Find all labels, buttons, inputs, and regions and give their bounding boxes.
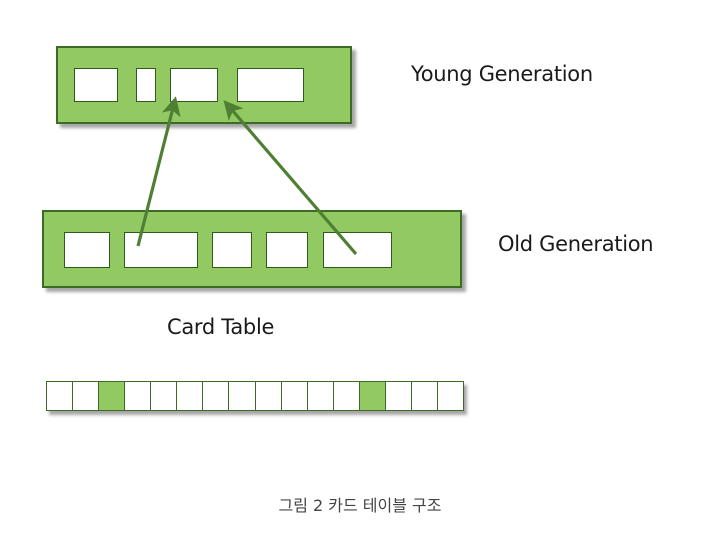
card [437, 382, 463, 410]
card [333, 382, 360, 410]
old-generation-label: Old Generation [498, 232, 654, 256]
figure-caption: 그림 2 카드 테이블 구조 [278, 496, 442, 515]
young-object [237, 68, 304, 102]
card-dirty [99, 382, 126, 410]
old-generation-region [42, 210, 462, 288]
card-table-label: Card Table [167, 315, 275, 339]
card [203, 382, 230, 410]
card-dirty [359, 382, 386, 410]
young-object [74, 68, 118, 102]
young-object [136, 68, 156, 102]
card [47, 382, 74, 410]
card [411, 382, 438, 410]
card [307, 382, 334, 410]
old-object [212, 232, 252, 268]
young-generation-label: Young Generation [411, 62, 593, 86]
old-object [64, 232, 110, 268]
card [229, 382, 256, 410]
card [151, 382, 178, 410]
reference-arrow [223, 100, 358, 256]
card [125, 382, 152, 410]
card-table [46, 381, 464, 411]
old-object [124, 232, 198, 268]
old-object [323, 232, 392, 268]
old-object [266, 232, 308, 268]
card [385, 382, 412, 410]
card [255, 382, 282, 410]
card [281, 382, 308, 410]
card [177, 382, 204, 410]
card [73, 382, 100, 410]
reference-arrow [136, 96, 181, 247]
